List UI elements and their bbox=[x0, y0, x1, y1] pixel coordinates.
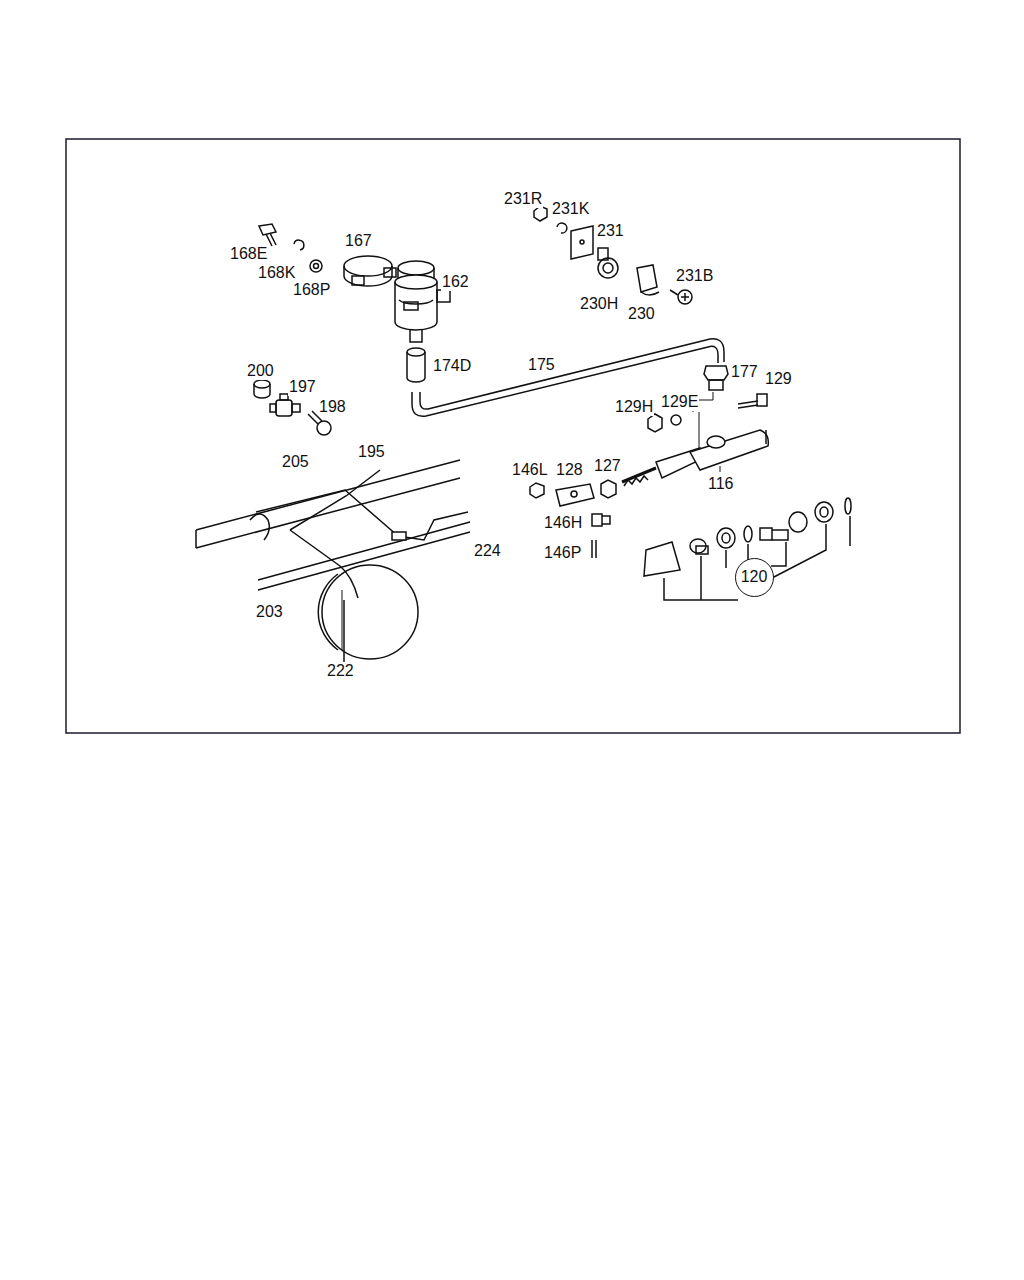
pin bbox=[592, 514, 610, 526]
callout-number: 168K bbox=[257, 264, 296, 282]
callout-number: 205 bbox=[281, 453, 310, 471]
callout-number: 116 bbox=[707, 475, 735, 493]
clip bbox=[598, 248, 618, 278]
washer bbox=[310, 260, 322, 272]
hose bbox=[407, 348, 425, 382]
callout-number: 129 bbox=[764, 370, 793, 388]
callout-number: 230 bbox=[627, 305, 656, 323]
callout-number: 200 bbox=[246, 362, 275, 380]
callout-number: 129H bbox=[614, 398, 654, 416]
callout-number: 231B bbox=[675, 267, 714, 285]
clevis bbox=[556, 484, 594, 506]
fitting bbox=[704, 366, 728, 390]
pipe bbox=[412, 346, 718, 416]
plate bbox=[571, 226, 593, 259]
callout-number: 127 bbox=[593, 457, 622, 475]
frame bbox=[66, 139, 960, 733]
callout-circle: 120 bbox=[735, 558, 774, 597]
clamp bbox=[344, 256, 396, 286]
bolt bbox=[738, 394, 767, 408]
spring-washer bbox=[294, 240, 304, 250]
callout-number: 197 bbox=[288, 378, 317, 396]
leader-line bbox=[342, 392, 720, 650]
callout-number: 128 bbox=[555, 461, 584, 479]
chassis-rail bbox=[196, 460, 470, 590]
nut bbox=[601, 480, 616, 498]
callout-number: 168E bbox=[229, 245, 268, 263]
callout-number: 175 bbox=[527, 356, 556, 374]
callout-number: 203 bbox=[255, 603, 284, 621]
bracket bbox=[637, 265, 657, 292]
callout-number: 174D bbox=[432, 357, 472, 375]
split-pin bbox=[592, 540, 596, 558]
cap bbox=[254, 380, 270, 398]
callout-number: 230H bbox=[579, 295, 619, 313]
nut bbox=[530, 483, 544, 498]
repair-kit bbox=[644, 498, 851, 600]
callout-number: 224 bbox=[473, 542, 502, 560]
callout-number: 231K bbox=[551, 200, 590, 218]
callout-number: 129E bbox=[660, 393, 699, 411]
callout-number: 162 bbox=[441, 273, 470, 291]
callout-number: 146L bbox=[511, 461, 549, 479]
callout-number: 177 bbox=[730, 363, 759, 381]
nut bbox=[648, 414, 662, 432]
spring-washer bbox=[557, 223, 567, 233]
callout-number: 231 bbox=[596, 222, 625, 240]
callout-number: 168P bbox=[292, 281, 331, 299]
callout-number: 146P bbox=[543, 544, 582, 562]
callout-number: 195 bbox=[357, 443, 386, 461]
bolt bbox=[259, 224, 276, 246]
master-cylinder bbox=[622, 430, 768, 486]
washer bbox=[671, 415, 681, 425]
callout-number: 167 bbox=[344, 232, 373, 250]
callout-number: 120 bbox=[741, 568, 768, 586]
brake-drum bbox=[318, 565, 418, 670]
callout-number: 222 bbox=[326, 662, 355, 680]
tee-piece bbox=[270, 394, 300, 416]
nut bbox=[534, 206, 547, 221]
brake-line bbox=[250, 470, 468, 598]
callout-number: 231R bbox=[503, 190, 543, 208]
callout-number: 146H bbox=[543, 514, 583, 532]
screw bbox=[670, 290, 692, 304]
callout-number: 198 bbox=[318, 398, 347, 416]
